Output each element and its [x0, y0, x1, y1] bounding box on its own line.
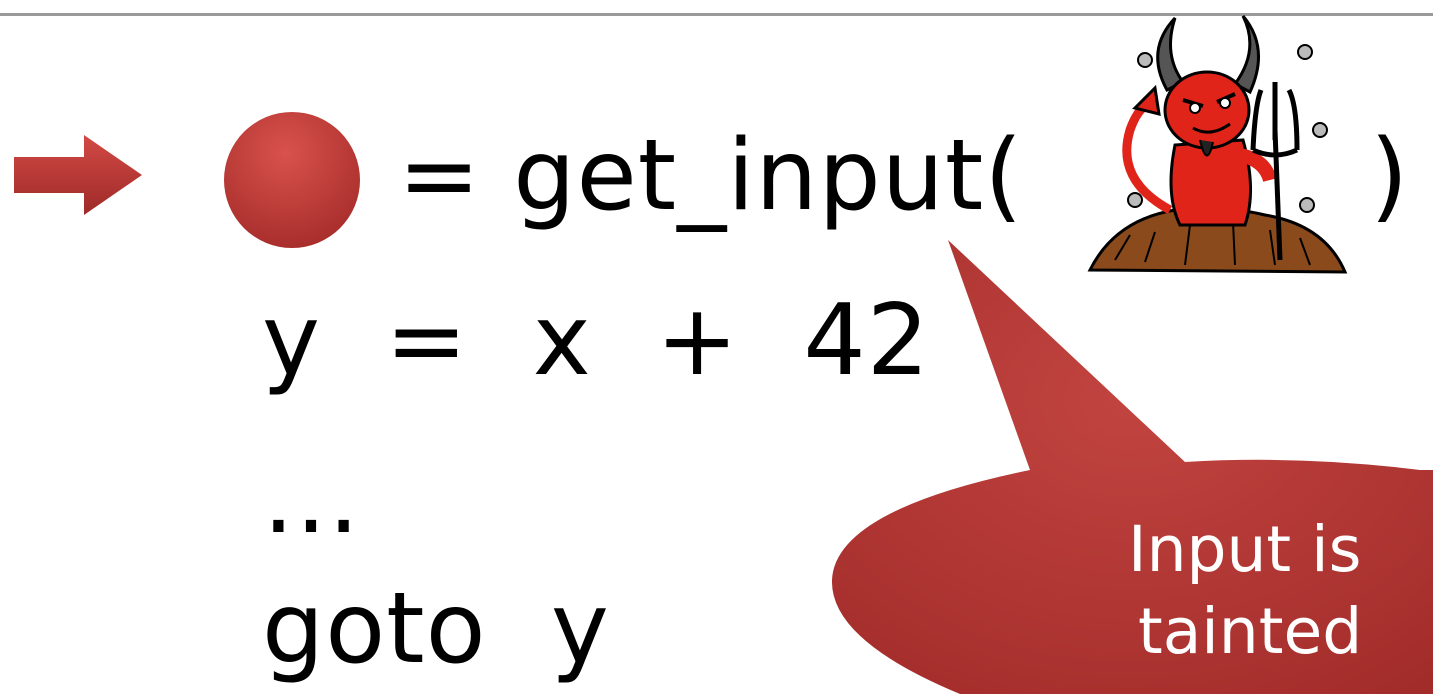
top-divider [0, 13, 1433, 16]
right-arrow-icon [14, 135, 142, 215]
code-line-ellipsis: … [262, 442, 361, 556]
code-line-goto: goto y [262, 572, 610, 686]
code-line-close-paren: ) [1370, 119, 1410, 233]
devil-icon [1087, 15, 1348, 274]
code-line-assign: = get_input( [398, 119, 1024, 233]
callout-line-1: Input is [1128, 513, 1362, 586]
code-line-add: y = x + 42 [262, 284, 931, 398]
tainted-variable-circle-icon [224, 112, 360, 248]
callout-line-2: tainted [1138, 595, 1363, 668]
